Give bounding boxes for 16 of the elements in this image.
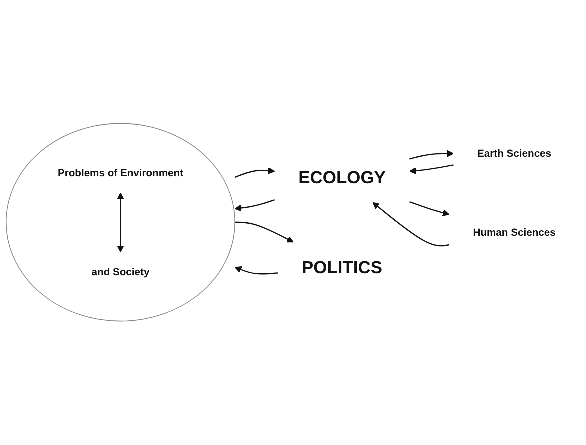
arrow [410,150,454,160]
node-text: Earth Sciences [478,148,552,160]
arrow [372,202,450,247]
arrow [235,222,294,243]
arrow [409,164,454,174]
arrow [234,266,278,275]
node-text: POLITICS [302,257,383,278]
arrow [234,199,275,212]
arrow [117,192,124,253]
node-text: Problems of Environment [58,166,184,179]
node-text: Human Sciences [473,226,556,239]
node-text: and Society [92,266,150,278]
cluster [6,123,236,322]
arrow [410,201,450,216]
arrow [234,167,276,178]
node-text: ECOLOGY [298,168,386,188]
